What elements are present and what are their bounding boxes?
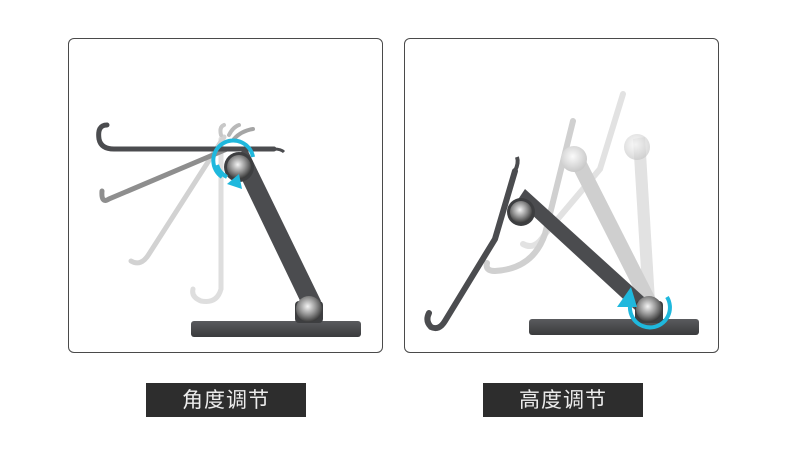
height-adjustment-panel — [404, 38, 719, 353]
lower-hinge-knob — [636, 296, 662, 322]
upper-hinge-knob — [510, 201, 532, 223]
angle-adjustment-panel — [68, 38, 383, 353]
height-stand-illustration — [424, 91, 699, 335]
upper-hinge-knob — [227, 155, 251, 179]
angle-stand-illustration — [96, 122, 361, 337]
angle-adjustment-caption: 角度调节 — [146, 383, 306, 417]
rotate-counterclockwise-arrow-icon — [617, 287, 672, 330]
lower-hinge-knob — [296, 296, 322, 322]
height-adjustment-caption: 高度调节 — [483, 383, 643, 417]
rotate-clockwise-arrow-icon — [211, 138, 255, 189]
